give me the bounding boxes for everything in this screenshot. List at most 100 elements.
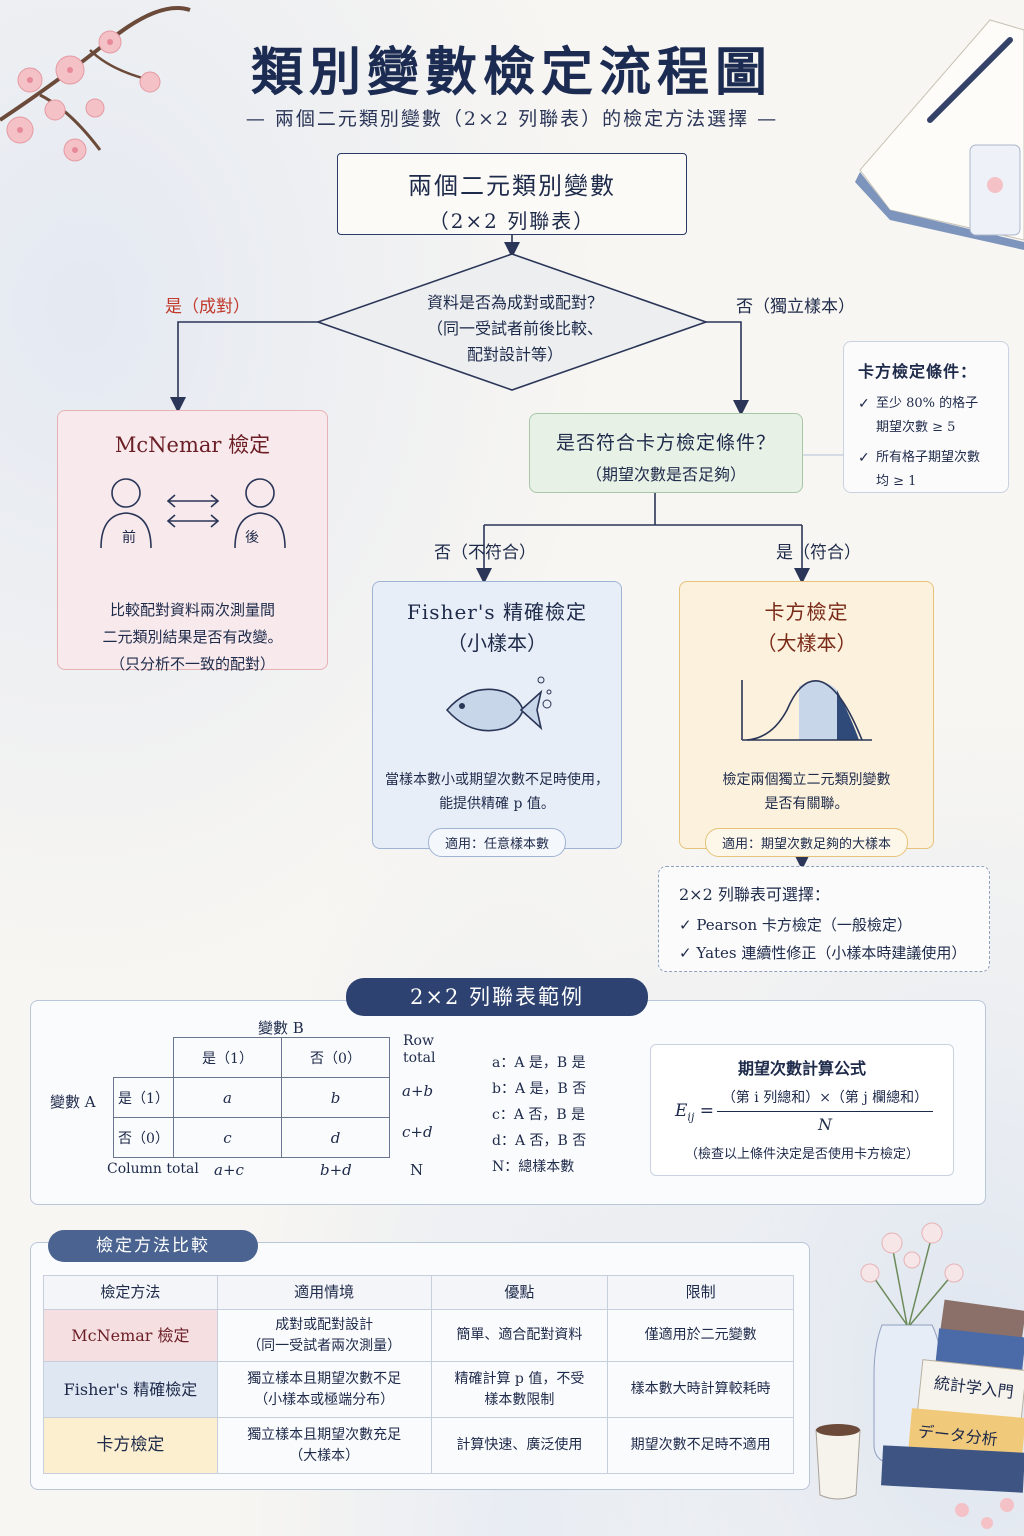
pros-line: 精確計算 p 值，不受 xyxy=(454,1370,585,1387)
branch-not-meet: 否（不符合） xyxy=(434,543,536,563)
col-total-label: Column total xyxy=(107,1161,199,1177)
scene-fisher: 獨立樣本且期望次數不足 （小樣本或極端分布） xyxy=(216,1361,432,1418)
cell-legend: a：A 是，B 是 b：A 是，B 否 c：A 否，B 是 d：A 否，B 否 … xyxy=(492,1050,586,1180)
cell-d: d xyxy=(281,1117,390,1158)
branch-yes-paired: 是（成對） xyxy=(165,297,250,317)
before-after-icon xyxy=(99,478,286,549)
branch-no-independent: 否（獨立樣本） xyxy=(736,297,855,317)
formula-note: （檢查以上條件決定是否使用卡方檢定） xyxy=(684,1147,919,1162)
comparison-table: 檢定方法 適用情境 優點 限制 McNemar 檢定 成對或配對設計（同一受試者… xyxy=(43,1275,794,1474)
cons-mcnemar: 僅適用於二元變數 xyxy=(607,1309,794,1362)
row-total-line1: Row xyxy=(403,1033,434,1049)
formula-denominator: N xyxy=(818,1115,832,1134)
row-total-line2: total xyxy=(403,1050,436,1066)
choice-item-pearson: ✓ Pearson 卡方檢定（一般檢定） xyxy=(679,916,912,934)
header-method: 檢定方法 xyxy=(43,1275,218,1310)
chi-condition-line2: （期望次數是否足夠） xyxy=(585,465,746,484)
table-row: McNemar 檢定 成對或配對設計（同一受試者兩次測量） 簡單、適合配對資料 … xyxy=(43,1309,794,1362)
start-line2: （2×2 列聯表） xyxy=(428,209,596,233)
formula-box: 期望次數計算公式 Eij = （第 i 列總和）×（第 j 欄總和） N （檢查… xyxy=(650,1044,954,1176)
formula-e: E xyxy=(675,1101,688,1121)
mcnemar-desc2: 二元類別結果是否有改變。 xyxy=(102,628,283,646)
condition-item-1b: 期望次數 ≥ 5 xyxy=(876,420,956,435)
legend-n: N：總樣本數 xyxy=(492,1159,575,1175)
var-b-label: 變數 B xyxy=(258,1019,304,1037)
chi-choice-box: 2×2 列聯表可選擇： ✓ Pearson 卡方檢定（一般檢定） ✓ Yates… xyxy=(658,866,990,972)
formula-lhs: Eij = xyxy=(675,1101,715,1124)
pros-chi: 計算快速、廣泛使用 xyxy=(430,1417,609,1474)
scene-line: 獨立樣本且期望次數不足 xyxy=(247,1370,402,1387)
method-chi: 卡方檢定 xyxy=(43,1417,218,1474)
legend-d: d：A 否，B 否 xyxy=(492,1133,587,1149)
contingency-table: 是（1） 否（0） 是（1） a b 否（0） c d xyxy=(113,1037,390,1158)
formula-expression: Eij = （第 i 列總和）×（第 j 欄總和） N xyxy=(651,1085,953,1141)
corner-cell xyxy=(114,1038,174,1078)
method-fisher: Fisher's 精確檢定 xyxy=(43,1361,218,1418)
pros-line: 樣本數限制 xyxy=(484,1391,555,1408)
scene-line: （同一受試者兩次測量） xyxy=(247,1337,402,1354)
chi-title: 卡方檢定 xyxy=(764,600,849,624)
method-mcnemar: McNemar 檢定 xyxy=(43,1309,218,1362)
cherry-blossom-decoration xyxy=(0,6,191,162)
pros-mcnemar: 簡單、適合配對資料 xyxy=(430,1309,609,1362)
fisher-desc1: 當樣本數小或期望次數不足時使用， xyxy=(385,772,609,788)
chi-desc2: 是否有關聯。 xyxy=(764,796,849,812)
table-row: Fisher's 精確檢定 獨立樣本且期望次數不足 （小樣本或極端分布） 精確計算… xyxy=(43,1361,794,1418)
mcnemar-box: McNemar 檢定 前 後 比較配對資料兩次測量間 二元類別結果是否有改變。 … xyxy=(57,410,328,673)
scene-line: （大樣本） xyxy=(289,1447,360,1464)
row-yes-header: 是（1） xyxy=(113,1077,174,1118)
formula-title: 期望次數計算公式 xyxy=(737,1059,866,1078)
col-yes-header: 是（1） xyxy=(173,1037,282,1078)
chi-condition-box: 是否符合卡方檢定條件？ （期望次數是否足夠） xyxy=(529,413,803,493)
mcnemar-title: McNemar 檢定 xyxy=(114,433,271,457)
legend-a: a：A 是，B 是 xyxy=(492,1055,586,1071)
col-total-ac: a+c xyxy=(214,1161,244,1179)
contingency-banner: 2×2 列聯表範例 xyxy=(346,978,648,1016)
row-total-cd: c+d xyxy=(402,1123,433,1141)
check-icon: ✓ xyxy=(858,450,870,466)
fish-icon xyxy=(445,676,552,732)
check-icon: ✓ xyxy=(858,396,870,412)
table-row: 卡方檢定 獨立樣本且期望次數充足（大樣本） 計算快速、廣泛使用 期望次數不足時不… xyxy=(43,1417,794,1474)
cons-fisher: 樣本數大時計算較耗時 xyxy=(607,1361,794,1418)
flow-connectors xyxy=(170,235,843,870)
start-line1: 兩個二元類別變數 xyxy=(408,172,616,200)
decision-line2: （同一受試者前後比較、 xyxy=(426,319,603,338)
notebook-pen-decoration xyxy=(855,19,1024,250)
cell-c: c xyxy=(173,1117,282,1158)
page-subtitle: — 兩個二元類別變數（2×2 列聯表）的檢定方法選擇 — xyxy=(245,108,779,130)
scene-line: （小樣本或極端分布） xyxy=(254,1391,395,1408)
var-a-label: 變數 A xyxy=(50,1093,96,1111)
choice-item-yates: ✓ Yates 連續性修正（小樣本時建議使用） xyxy=(679,944,967,962)
fisher-applicable-pill: 適用：任意樣本數 xyxy=(427,828,566,857)
header-scene: 適用情境 xyxy=(216,1275,432,1310)
formula-subscript: ij xyxy=(687,1110,695,1124)
mcnemar-desc1: 比較配對資料兩次測量間 xyxy=(109,601,275,619)
chi-desc1: 檢定兩個獨立二元類別變數 xyxy=(722,772,891,788)
formula-numerator: （第 i 列總和）×（第 j 欄總和） xyxy=(717,1087,933,1112)
condition-item-1a: 至少 80% 的格子 xyxy=(876,396,979,411)
condition-note-title: 卡方檢定條件： xyxy=(858,362,978,381)
page-title: 類別變數檢定流程圖 xyxy=(250,42,773,103)
grand-total: N xyxy=(410,1161,424,1179)
choice-title: 2×2 列聯表可選擇： xyxy=(679,885,830,904)
decision-line1: 資料是否為成對或配對？ xyxy=(426,293,603,312)
col-no-header: 否（0） xyxy=(281,1037,390,1078)
cell-a: a xyxy=(173,1077,282,1118)
fisher-title: Fisher's 精確檢定 xyxy=(407,600,587,624)
pros-fisher: 精確計算 p 值，不受樣本數限制 xyxy=(430,1361,609,1418)
start-box: 兩個二元類別變數 （2×2 列聯表） xyxy=(337,153,687,235)
comparison-banner: 檢定方法比較 xyxy=(48,1230,258,1262)
legend-c: c：A 否，B 是 xyxy=(492,1107,586,1123)
after-label: 後 xyxy=(245,530,259,546)
header-cons: 限制 xyxy=(607,1275,794,1310)
fisher-subtitle: （小樣本） xyxy=(447,631,547,655)
legend-b: b：A 是，B 否 xyxy=(492,1081,587,1097)
row-no-header: 否（0） xyxy=(113,1117,174,1158)
header-pros: 優點 xyxy=(430,1275,609,1310)
books-vase-decoration xyxy=(815,1222,1024,1529)
branch-meet: 是（符合） xyxy=(776,543,861,563)
condition-item-2a: 所有格子期望次數 xyxy=(876,450,981,465)
condition-item-2: ✓ 所有格子期望次數 均 ≥ 1 xyxy=(858,446,994,494)
mcnemar-desc3: （只分析不一致的配對） xyxy=(109,655,275,673)
